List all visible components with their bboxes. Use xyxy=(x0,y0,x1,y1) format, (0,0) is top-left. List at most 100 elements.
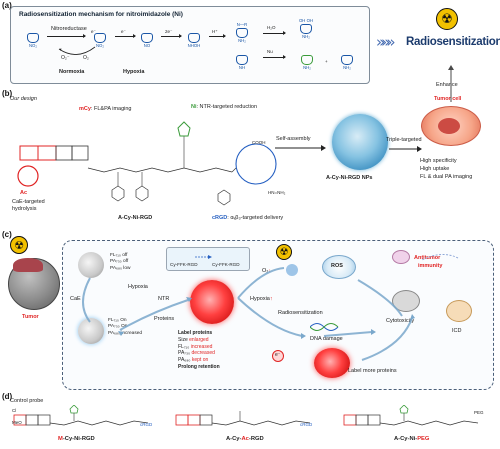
nitrenium-molecule-2: NH xyxy=(229,55,255,71)
radiation-icon: ☢ xyxy=(436,8,458,30)
antitumor-label: Antitumor xyxy=(414,255,441,261)
o2-bubble xyxy=(286,264,298,276)
hydrolysis-arrow xyxy=(263,31,286,35)
reduction-arrow xyxy=(47,34,86,38)
hypoxia-label: Hypoxia xyxy=(123,69,145,75)
cooh-label: COOH xyxy=(252,140,266,145)
probe-name-peg: A-Cy-Ni-PEG xyxy=(394,436,430,442)
tumor-cap xyxy=(13,258,43,272)
no2-group-label: NO₂ xyxy=(28,43,38,48)
electron-label-c: e⁻ xyxy=(275,352,281,358)
o2-down-label: O₂↓ xyxy=(262,268,272,274)
crgd-label-d2: cRGD xyxy=(300,422,313,427)
probe-structure xyxy=(17,121,277,206)
nps-label: A-Cy-Ni-RGD NPs xyxy=(326,175,373,181)
mechanism-title: Radiosensitization mechanism for nitroim… xyxy=(19,11,183,18)
oh-oh-label: OH OH xyxy=(298,18,314,23)
nh-label: NH xyxy=(238,65,246,70)
protonation-arrow xyxy=(209,34,226,38)
state-off-params: FL₇₁₀ off PA₇₃₀ off PA₆₈₀ low xyxy=(110,253,131,271)
electron-label-1: e⁻ xyxy=(91,29,96,34)
labeled-protein-np xyxy=(190,280,234,324)
two-electron-arrow xyxy=(161,34,182,38)
protein-adduct-icon xyxy=(301,55,313,65)
immune-cell xyxy=(392,250,410,264)
ntr-label: NTR xyxy=(158,296,170,302)
o2-label: O₂ xyxy=(83,55,89,61)
triple-targeted-label: Triple-targeted xyxy=(386,137,422,143)
probe-structure-ac xyxy=(175,411,311,426)
panel-b-letter: (b) xyxy=(2,89,13,98)
label-proteins-block: Label proteins Size enlarged FL₇₁₀ incre… xyxy=(178,330,220,370)
enhance-arrow xyxy=(448,65,454,102)
panel-c-letter: (c) xyxy=(2,230,12,239)
cytotox-cell xyxy=(392,290,420,312)
hypoxia-up-label: Hypoxia↑ xyxy=(250,296,273,302)
nh2-label-adduct: NH₂ xyxy=(303,65,311,70)
nh-nh2-label: HN=NH₂ xyxy=(268,190,286,195)
electron-label-2: e⁻ xyxy=(121,29,126,34)
adduct-product: NH₂ xyxy=(293,55,321,71)
probe-name-ac: A-Cy-Ac-RGD xyxy=(226,436,264,442)
immunity-label: immunity xyxy=(418,263,443,269)
imidazole-ring-icon xyxy=(188,33,200,43)
nanoparticle-cluster xyxy=(332,114,388,170)
proteins-label: Proteins xyxy=(154,316,175,322)
water-label: H₂O xyxy=(267,25,276,30)
radiosensitization-title: Radiosensitization xyxy=(406,36,500,48)
imidazole-ring-icon xyxy=(300,23,312,34)
imidazole-ring-icon xyxy=(141,33,153,43)
our-design-title: Our design xyxy=(10,96,37,102)
ros-burst xyxy=(322,255,356,279)
ros-label: ROS xyxy=(331,263,343,269)
imidazole-ring-icon xyxy=(236,55,248,65)
np-on-state xyxy=(78,318,104,344)
radiosensitization-label-c: Radiosensitization xyxy=(278,310,323,316)
control-probe-title: Control probe xyxy=(10,398,44,404)
radiation-icon-c: ☢ xyxy=(10,236,28,254)
nh2-label-top: NH₂ xyxy=(238,37,246,43)
mcy-label: mCy: FL&PA imaging xyxy=(79,106,132,112)
cytotoxicity-label: Cytotoxicity xyxy=(386,318,415,324)
diol-product: OH OH NH₂ xyxy=(291,18,321,39)
probe-name-m: M-Cy-Ni-RGD xyxy=(58,436,95,442)
linker-chain xyxy=(87,167,233,173)
triple-targeted-arrow xyxy=(389,146,422,152)
ni-label: Ni: NTR-targeted reduction xyxy=(191,104,258,110)
label-more-proteins: Label more proteins xyxy=(348,368,397,374)
nitroimidazole-molecule: NO₂ xyxy=(23,33,43,49)
radical-anion-molecule: NO₂ xyxy=(89,33,111,49)
hypoxia-label-c: Hypoxia xyxy=(128,284,148,290)
benefit-3: FL & dual PA imaging xyxy=(420,174,473,180)
n-r-label: N—R xyxy=(236,22,248,27)
self-assembly-label: Self-assembly xyxy=(276,136,311,142)
labeled-more-np xyxy=(314,348,350,378)
panel-a-letter: (a) xyxy=(2,1,12,10)
nitrenium-molecule: N—R NH₂ xyxy=(229,22,255,43)
benefit-1: High specificity xyxy=(420,158,457,164)
chevron-arrows-icon: »»» xyxy=(376,33,395,51)
tumor-cell-nucleus xyxy=(438,118,460,134)
no-group-label: NO xyxy=(143,43,151,48)
imidazole-ring-icon xyxy=(236,27,248,38)
icd-cell xyxy=(446,300,472,322)
cl-label: Cl xyxy=(12,408,17,413)
nh2-label-product: NH₂ xyxy=(302,33,310,39)
two-electron-label: 2e⁻ xyxy=(165,29,173,34)
hydrolysis-label: hydrolysis xyxy=(12,206,37,212)
ffk-arrow xyxy=(195,255,212,259)
dna-damage-label: DNA damage xyxy=(310,336,343,342)
probe-structure-m xyxy=(13,405,149,426)
tumor-label: Tumor xyxy=(22,314,39,320)
state-on-params: FL₇₁₀ On PA₇₃₀ On PA₆₈₀ increased xyxy=(108,318,143,336)
cy-ffk-rgd-a: Cy-FFK-RGD xyxy=(170,262,198,267)
ac-label: Ac xyxy=(20,190,28,196)
crgd-label: cRGD: αᵥβ₃-targeted delivery xyxy=(212,215,284,221)
normoxia-label: Normoxia xyxy=(59,69,85,75)
cy-ffk-rgd-b: Cy-FFK-RGD xyxy=(212,262,240,267)
nhoh-group-label: NHOH xyxy=(187,43,201,48)
nitroreductase-label: Nitroreductase xyxy=(51,26,87,32)
imidazole-ring-icon xyxy=(94,33,106,43)
nucleophile-arrow xyxy=(263,55,286,59)
proton-label: H⁺ xyxy=(212,29,218,34)
